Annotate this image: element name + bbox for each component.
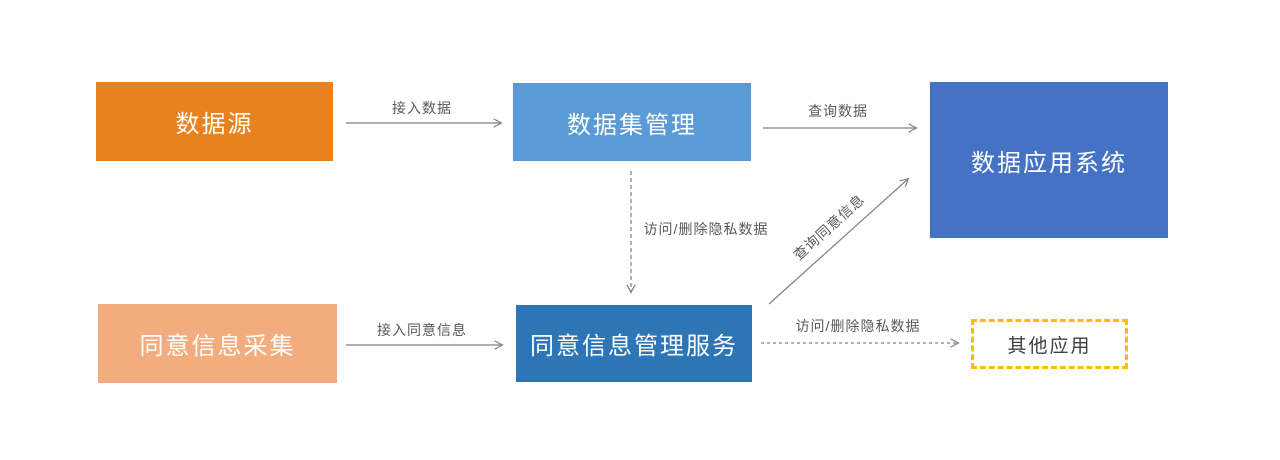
node-consent-management-service-label: 同意信息管理服务 bbox=[530, 333, 738, 360]
edge-label-query-consent-info: 查询同意信息 bbox=[790, 190, 868, 264]
node-data-source: 数据源 bbox=[96, 82, 333, 161]
node-dataset-management: 数据集管理 bbox=[513, 83, 751, 161]
edge-label-access-data: 接入数据 bbox=[392, 100, 452, 116]
node-data-application-system: 数据应用系统 bbox=[930, 82, 1168, 238]
edge-label-access-delete-private-data-right: 访问/删除隐私数据 bbox=[795, 318, 921, 334]
node-consent-info-collection: 同意信息采集 bbox=[98, 304, 337, 383]
node-consent-info-collection-label: 同意信息采集 bbox=[139, 333, 296, 360]
node-data-source-label: 数据源 bbox=[175, 111, 254, 138]
edge-label-access-consent-info: 接入同意信息 bbox=[377, 322, 467, 338]
node-data-application-system-label: 数据应用系统 bbox=[971, 149, 1127, 177]
edge-label-query-data: 查询数据 bbox=[808, 103, 868, 119]
node-other-applications-label: 其他应用 bbox=[1007, 335, 1092, 357]
edge-label-access-delete-private-data-middle: 访问/删除隐私数据 bbox=[643, 221, 769, 237]
node-consent-management-service: 同意信息管理服务 bbox=[516, 305, 752, 382]
node-other-applications: 其他应用 bbox=[971, 319, 1128, 369]
edge-line-query-consent-info-diagonal bbox=[768, 177, 910, 305]
node-dataset-management-label: 数据集管理 bbox=[567, 111, 697, 139]
